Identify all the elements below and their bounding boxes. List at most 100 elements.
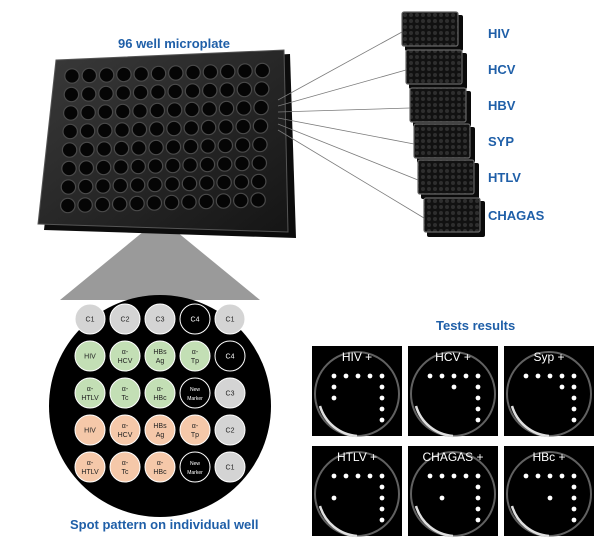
spot-label: HIV [84, 428, 96, 435]
plate-well [164, 176, 180, 192]
spot: α-HTLV [74, 451, 106, 483]
result-dot [559, 384, 565, 390]
plate-well [114, 103, 131, 120]
plate-well [131, 121, 148, 138]
spot-label: α- [192, 423, 199, 430]
result-dot [475, 395, 481, 401]
result-dot [559, 373, 565, 379]
plate-well [114, 122, 130, 138]
spot: C2 [109, 303, 141, 335]
plate-well [216, 174, 232, 191]
result-dot [547, 495, 553, 501]
result-dot [439, 495, 445, 501]
test-strip [413, 123, 475, 163]
connector-line [277, 31, 403, 101]
plate-well [252, 118, 269, 134]
result-dot [331, 384, 337, 390]
plate-wells [60, 62, 271, 214]
result-label: Syp + [533, 350, 564, 364]
spot-label: C2 [226, 428, 235, 435]
result-panel: HIV + [312, 346, 402, 438]
plate-well [182, 157, 198, 173]
result-dot [343, 473, 349, 479]
test-label-hbv: HBV [488, 98, 516, 113]
spot-label: C3 [226, 391, 235, 398]
result-dot [571, 506, 577, 512]
plate-title: 96 well microplate [118, 36, 230, 51]
result-dot [331, 373, 337, 379]
spot-label: C1 [86, 317, 95, 324]
connector-line [277, 107, 411, 113]
result-dot [535, 473, 541, 479]
plate-well [61, 142, 78, 158]
test-label-htlv: HTLV [488, 170, 521, 185]
plate-well [63, 86, 80, 103]
result-label: HIV + [342, 350, 372, 364]
result-dot [475, 506, 481, 512]
spot: α-Tp [179, 340, 211, 372]
plate-well [182, 138, 199, 155]
test-strip [417, 159, 479, 199]
result-panels: HIV + HCV + Syp + HTLV +CHAGAS +HBc + [312, 346, 594, 538]
result-dot [475, 417, 481, 423]
result-dot [523, 473, 529, 479]
test-label-syp: SYP [488, 134, 515, 149]
result-dot [427, 473, 433, 479]
plate-well [149, 102, 166, 119]
result-panel: HTLV + [312, 446, 402, 538]
spot-label: HBs [153, 349, 167, 356]
microplate [37, 49, 296, 238]
spot: α-Tc [109, 451, 141, 483]
plate-well [98, 67, 115, 83]
plate-well [237, 63, 253, 79]
test-strip [401, 11, 463, 51]
result-dot [547, 373, 553, 379]
result-dot [475, 484, 481, 490]
plate-well [165, 139, 182, 155]
plate-well [218, 100, 235, 117]
result-dot [475, 473, 481, 479]
spot-label: α- [87, 386, 94, 393]
plate-well [165, 157, 181, 174]
result-dot [475, 384, 481, 390]
plate-well [250, 192, 266, 208]
result-panel: Syp + [504, 346, 594, 438]
result-dot [355, 373, 361, 379]
plate-well [60, 179, 77, 195]
result-panel: HCV + [408, 346, 498, 438]
zoom-cone [60, 218, 260, 300]
result-panel: HBc + [504, 446, 594, 538]
plate-well [97, 104, 114, 120]
spot: α-HBc [144, 377, 176, 409]
spot-label: HBc [153, 395, 167, 402]
plate-well [234, 137, 251, 153]
plate-well [78, 160, 95, 176]
plate-well [233, 174, 250, 190]
result-dot [379, 473, 385, 479]
plate-well [236, 81, 253, 98]
result-dot [451, 473, 457, 479]
connector-line [277, 123, 419, 181]
result-dot [535, 373, 541, 379]
plate-well [77, 197, 93, 213]
plate-well [97, 122, 113, 139]
spot-label: Tc [122, 395, 130, 402]
result-dot [367, 373, 373, 379]
plate-well [199, 175, 215, 191]
spot-label: Marker [187, 396, 203, 402]
result-dot [547, 473, 553, 479]
result-dot [367, 473, 373, 479]
result-dot [379, 484, 385, 490]
plate-well [234, 155, 250, 172]
result-dot [379, 417, 385, 423]
plate-well [150, 84, 166, 100]
result-panel: CHAGAS + [408, 446, 498, 538]
result-dot [451, 373, 457, 379]
spot-label: Marker [187, 470, 203, 476]
spot: C1 [214, 451, 246, 483]
spot-pattern-title: Spot pattern on individual well [70, 517, 259, 532]
result-dot [475, 406, 481, 412]
spot: C3 [144, 303, 176, 335]
